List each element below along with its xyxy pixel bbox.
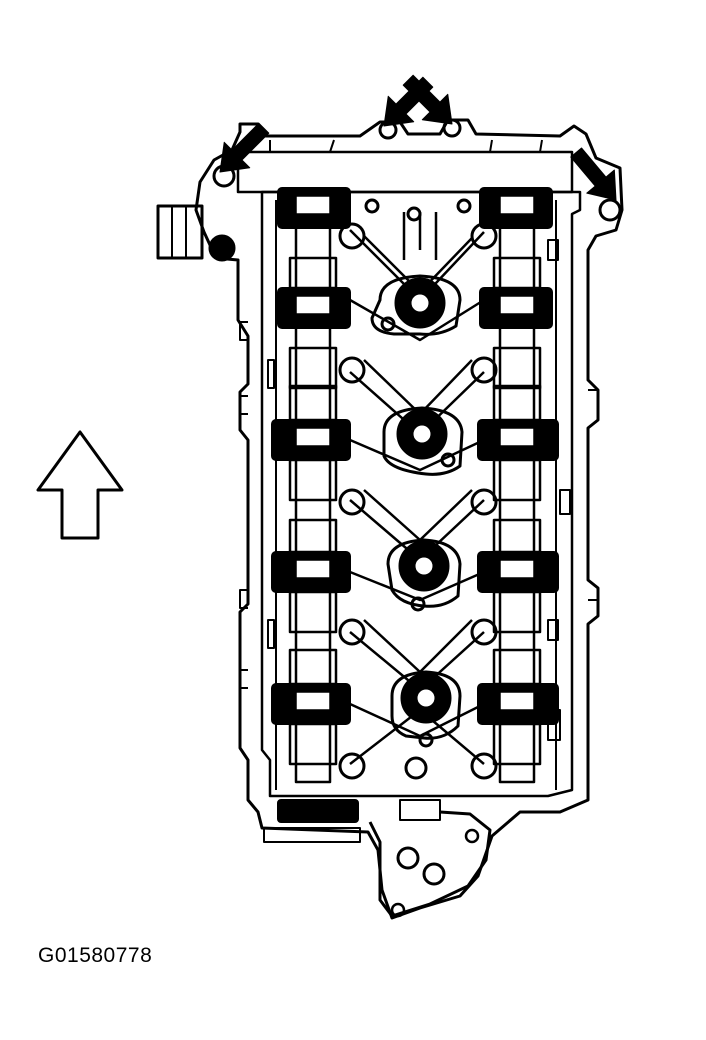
head-bolts — [208, 118, 622, 780]
arrow-callout-icon — [570, 147, 617, 201]
up-arrow-outline-icon — [36, 430, 124, 540]
arrow-callout-icon — [402, 74, 453, 125]
cylinder-head-outline — [194, 118, 624, 920]
timing-bracket — [263, 799, 492, 918]
front-cover-strip — [236, 150, 574, 194]
figure-id-label: G01580778 — [38, 944, 153, 967]
spark-plug-bosses — [370, 274, 464, 748]
arrow-callout-icon — [219, 122, 270, 173]
sensor-connector — [156, 204, 204, 260]
callout-arrows — [219, 74, 617, 201]
head-inner-outline — [260, 190, 582, 798]
front-cover-ribs — [269, 139, 543, 153]
